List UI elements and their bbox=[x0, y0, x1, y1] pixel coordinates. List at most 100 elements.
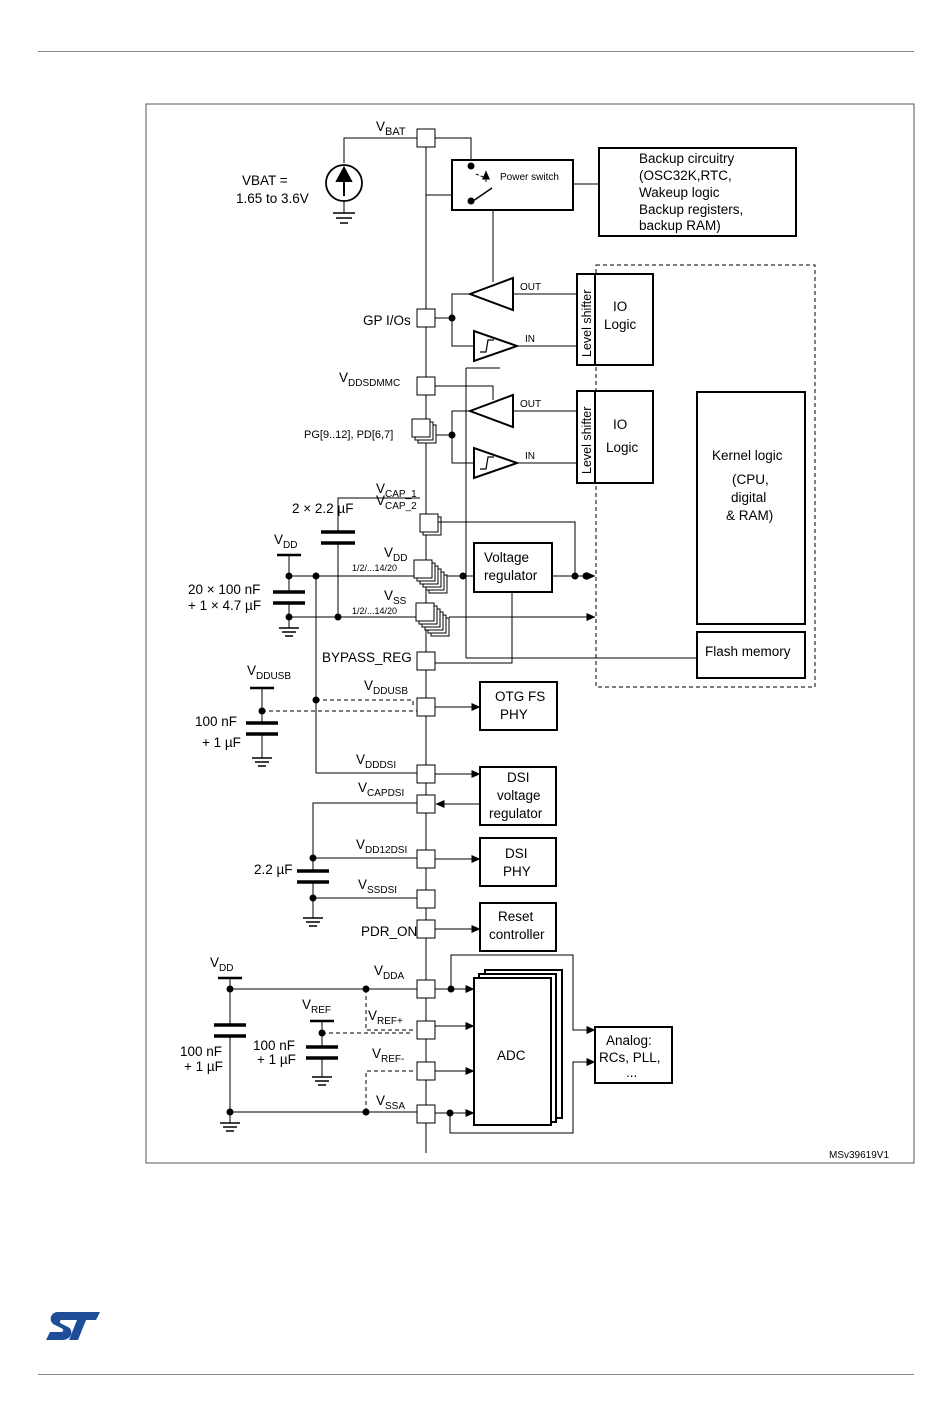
header-rule bbox=[38, 51, 914, 52]
out-label-2: OUT bbox=[520, 399, 541, 410]
dsi-regulator-block bbox=[479, 766, 557, 826]
analog-line-2: RCs, PLL, bbox=[599, 1050, 661, 1065]
pad-vdda bbox=[416, 979, 436, 999]
cap-1uf-usb: + 1 µF bbox=[202, 735, 241, 750]
pad-vssdsi bbox=[416, 889, 436, 909]
cap-22-dsi: 2.2 µF bbox=[254, 862, 293, 877]
wire-vcap-ext bbox=[337, 497, 420, 532]
pad-vcapdsi bbox=[416, 794, 436, 814]
wire-vdd-usb-dashed bbox=[316, 699, 414, 706]
pad-vrefm bbox=[416, 1061, 436, 1081]
cap-100nf-usb: 100 nF bbox=[195, 714, 237, 729]
kernel-line-4: & RAM) bbox=[726, 508, 773, 523]
label-vcapdsi: VCAPDSI bbox=[358, 780, 404, 799]
pad-vbat bbox=[416, 128, 436, 148]
backup-block bbox=[598, 147, 797, 237]
backup-line-4: Backup registers, bbox=[639, 202, 743, 217]
io-logic-1-line-1: IO bbox=[613, 299, 627, 314]
backup-line-1: Backup circuitry bbox=[639, 151, 735, 166]
pad-pdr-on bbox=[416, 919, 436, 939]
dsi-reg-line-1: DSI bbox=[507, 770, 530, 785]
cap-100nf-ref: 100 nF bbox=[253, 1038, 295, 1053]
adc-block bbox=[473, 977, 552, 1126]
io-logic-2-line-1: IO bbox=[613, 417, 627, 432]
label-gpio: GP I/Os bbox=[363, 313, 411, 328]
vbat-source-arrow bbox=[335, 165, 353, 196]
otg-phy-block bbox=[479, 681, 558, 731]
reset-line-1: Reset bbox=[498, 909, 534, 924]
wire-vcapdsi-cap bbox=[312, 802, 417, 871]
analog-line-3: ... bbox=[626, 1065, 637, 1080]
switch-contact-bottom bbox=[467, 197, 475, 205]
dsi-reg-line-3: regulator bbox=[489, 806, 543, 821]
kernel-line-1: Kernel logic bbox=[712, 448, 783, 463]
label-vrefp: VREF+ bbox=[368, 1008, 403, 1027]
diagram-id: MSv39619V1 bbox=[829, 1150, 889, 1161]
otg-line-1: OTG FS bbox=[495, 689, 545, 704]
label-vdd-top: VDD bbox=[274, 532, 297, 551]
voltage-regulator-block bbox=[473, 542, 553, 593]
node-vreg-out bbox=[571, 572, 579, 580]
label-vref-src: VREF bbox=[302, 997, 331, 1016]
dsi-reg-line-2: voltage bbox=[497, 788, 541, 803]
label-bypass-reg: BYPASS_REG bbox=[322, 650, 412, 665]
analog-line-1: Analog: bbox=[606, 1033, 652, 1048]
switch-blade-icon bbox=[472, 187, 493, 202]
backup-line-3: Wakeup logic bbox=[639, 185, 720, 200]
footer-rule bbox=[38, 1374, 914, 1375]
label-vdd-group: VDD bbox=[384, 545, 407, 564]
pad-vdd12dsi bbox=[416, 849, 436, 869]
cap-100nf-a: 100 nF bbox=[180, 1044, 222, 1059]
node-vdd-reg bbox=[459, 572, 467, 580]
reset-controller-block bbox=[479, 902, 557, 952]
label-vcap1: VCAP_1 bbox=[376, 481, 417, 500]
vbat-value: VBAT = bbox=[242, 173, 288, 188]
dsi-phy-line-2: PHY bbox=[503, 864, 531, 879]
io-logic-1-line-2: Logic bbox=[604, 317, 637, 332]
wire-gpio-in bbox=[451, 318, 474, 347]
kernel-logic-block bbox=[696, 391, 806, 625]
switch-contact-top bbox=[467, 162, 475, 170]
vreg-line-1: Voltage bbox=[484, 550, 529, 565]
wire-vdda-analog bbox=[450, 954, 596, 1034]
out-label-1: OUT bbox=[520, 282, 541, 293]
note-vss-group: 1/2/...14/20 bbox=[352, 606, 397, 616]
label-pg-pd: PG[9..12], PD[6,7] bbox=[304, 429, 393, 441]
node-vreg-out-2 bbox=[582, 572, 590, 580]
label-vcap2: VCAP_2 bbox=[376, 493, 417, 512]
level-shifter-1-label: Level shifter bbox=[580, 290, 594, 357]
wire-vbat-source bbox=[343, 137, 417, 163]
wire-vddsdmmc bbox=[435, 385, 494, 400]
io-logic-2-line-2: Logic bbox=[606, 440, 639, 455]
pad-vddsdmmc bbox=[416, 376, 436, 396]
ground-icon bbox=[333, 212, 355, 224]
label-vssdsi: VSSDSI bbox=[358, 877, 397, 896]
adc-label: ADC bbox=[497, 1048, 526, 1063]
cap-1uf-ref: + 1 µF bbox=[257, 1052, 296, 1067]
label-vddusb-src: VDDUSB bbox=[247, 663, 291, 682]
label-vdd-bottom: VDD bbox=[210, 955, 233, 974]
pad-pg-pd-1 bbox=[411, 418, 431, 438]
pad-vss-stack bbox=[415, 602, 450, 637]
dsi-phy-block bbox=[479, 837, 557, 887]
io-logic-2 bbox=[594, 390, 654, 484]
level-shifter-2-label: Level shifter bbox=[580, 407, 594, 474]
pad-vrefp bbox=[416, 1020, 436, 1040]
wire-vdda-vref-dashed bbox=[365, 989, 413, 1031]
vreg-line-2: regulator bbox=[484, 568, 538, 583]
otg-line-2: PHY bbox=[500, 707, 528, 722]
vbat-range: 1.65 to 3.6V bbox=[236, 191, 309, 206]
io-logic-1 bbox=[594, 273, 654, 366]
cap-47-label: + 1 × 4.7 µF bbox=[188, 598, 261, 613]
pad-gpio bbox=[416, 308, 436, 328]
pad-vddusb bbox=[416, 697, 436, 717]
pad-vdd-stack bbox=[413, 559, 448, 594]
out-buffer-2-icon bbox=[467, 393, 514, 429]
analog-block bbox=[594, 1026, 673, 1084]
pad-bypass-reg bbox=[416, 651, 436, 671]
ground-ref-icon bbox=[312, 1076, 332, 1086]
wire-vcap-core bbox=[438, 521, 576, 576]
reset-line-2: controller bbox=[489, 927, 545, 942]
label-vddsdmmc: VDDSDMMC bbox=[339, 370, 400, 389]
